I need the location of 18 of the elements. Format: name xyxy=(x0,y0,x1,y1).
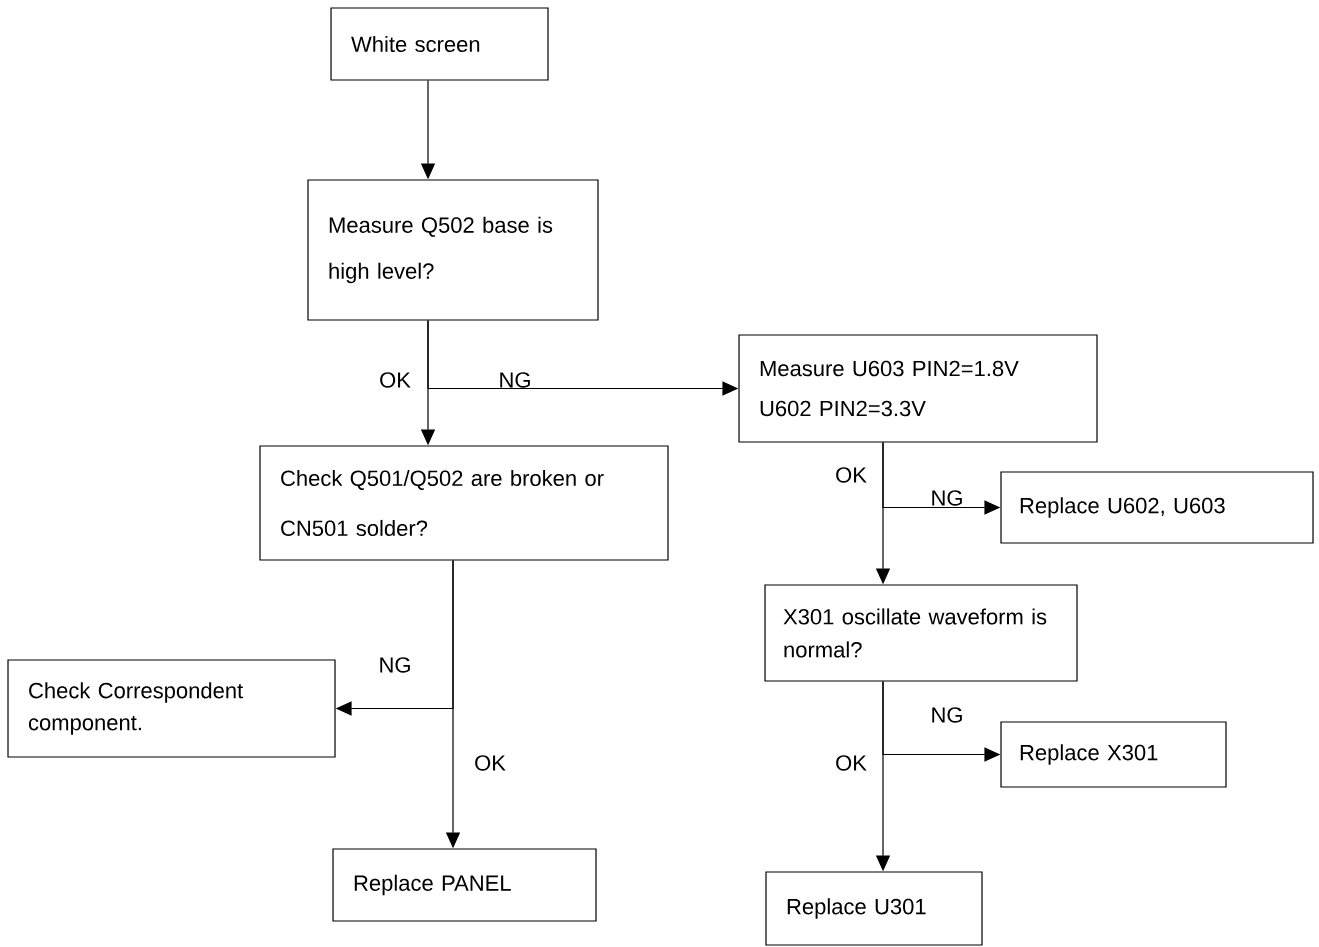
edge-label: OK xyxy=(380,372,411,388)
process-box: Measure Q502 base is high level? xyxy=(307,179,599,321)
process-box: Replace U301 xyxy=(765,871,983,946)
edge-label: OK xyxy=(836,467,867,483)
process-box: Check Correspondent component. xyxy=(7,659,336,758)
edge-label: OK xyxy=(475,755,506,771)
process-box: Replace U602, U603 xyxy=(1000,471,1314,544)
edge-label: OK xyxy=(836,755,867,771)
process-box: Measure U603 PIN2=1.8V U602 PIN2=3.3V xyxy=(738,334,1098,443)
edge-label: NG xyxy=(500,372,530,388)
process-box: X301 oscillate waveform is normal? xyxy=(764,584,1078,682)
edge-label: NG xyxy=(932,490,962,506)
edge-label: NG xyxy=(380,657,410,673)
edge-label: NG xyxy=(932,707,962,723)
process-box: Replace PANEL xyxy=(332,848,597,922)
process-box: Replace X301 xyxy=(1000,721,1227,788)
process-box: White screen xyxy=(330,7,549,81)
process-box: Check Q501/Q502 are broken or CN501 solder? xyxy=(259,445,669,561)
